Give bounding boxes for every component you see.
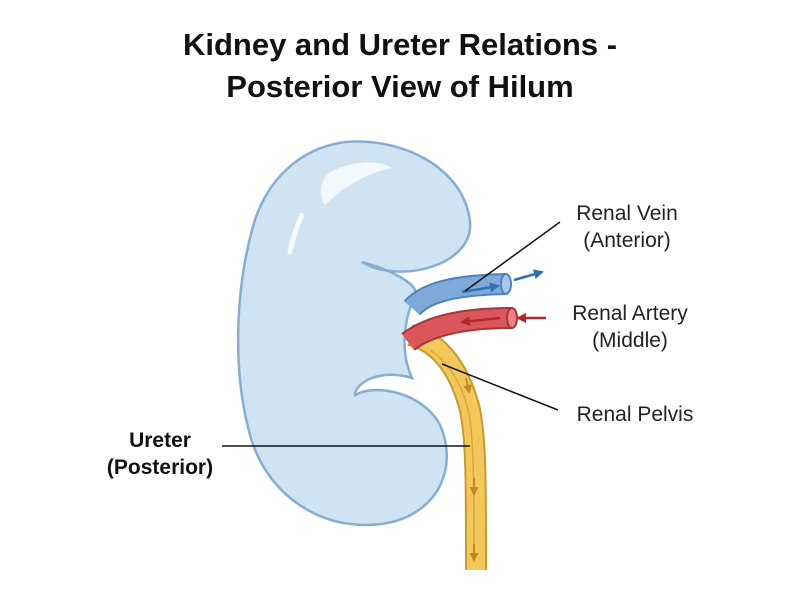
renal-artery-opening	[506, 307, 518, 329]
renal-vein-leader-line	[464, 221, 561, 292]
renal-artery-flow-arrow	[460, 316, 501, 327]
renal-pelvis-leader-line	[441, 363, 559, 411]
kidney-highlight-small	[287, 212, 305, 255]
diagram-title: Kidney and Ureter Relations - Posterior …	[0, 24, 800, 108]
renal-vein-flow-arrow	[461, 282, 500, 294]
renal-vein-opening	[500, 273, 512, 295]
renal-vein-label: Renal Vein (Anterior)	[576, 202, 678, 252]
kidney-highlight	[320, 162, 392, 205]
ureter-flow-arrow-1	[463, 377, 472, 394]
renal-pelvis-label: Renal Pelvis	[576, 403, 694, 426]
ureter-tube-fill	[407, 326, 485, 571]
title-line-1: Kidney and Ureter Relations -	[182, 27, 618, 62]
ureter-label: Ureter (Posterior)	[106, 429, 214, 479]
title-line-2: Posterior View of Hilum	[226, 69, 574, 104]
renal-artery-label: Renal Artery (Middle)	[572, 302, 688, 352]
ureter-flow-line	[429, 349, 475, 561]
renal-vein-outflow-arrow	[513, 269, 544, 282]
